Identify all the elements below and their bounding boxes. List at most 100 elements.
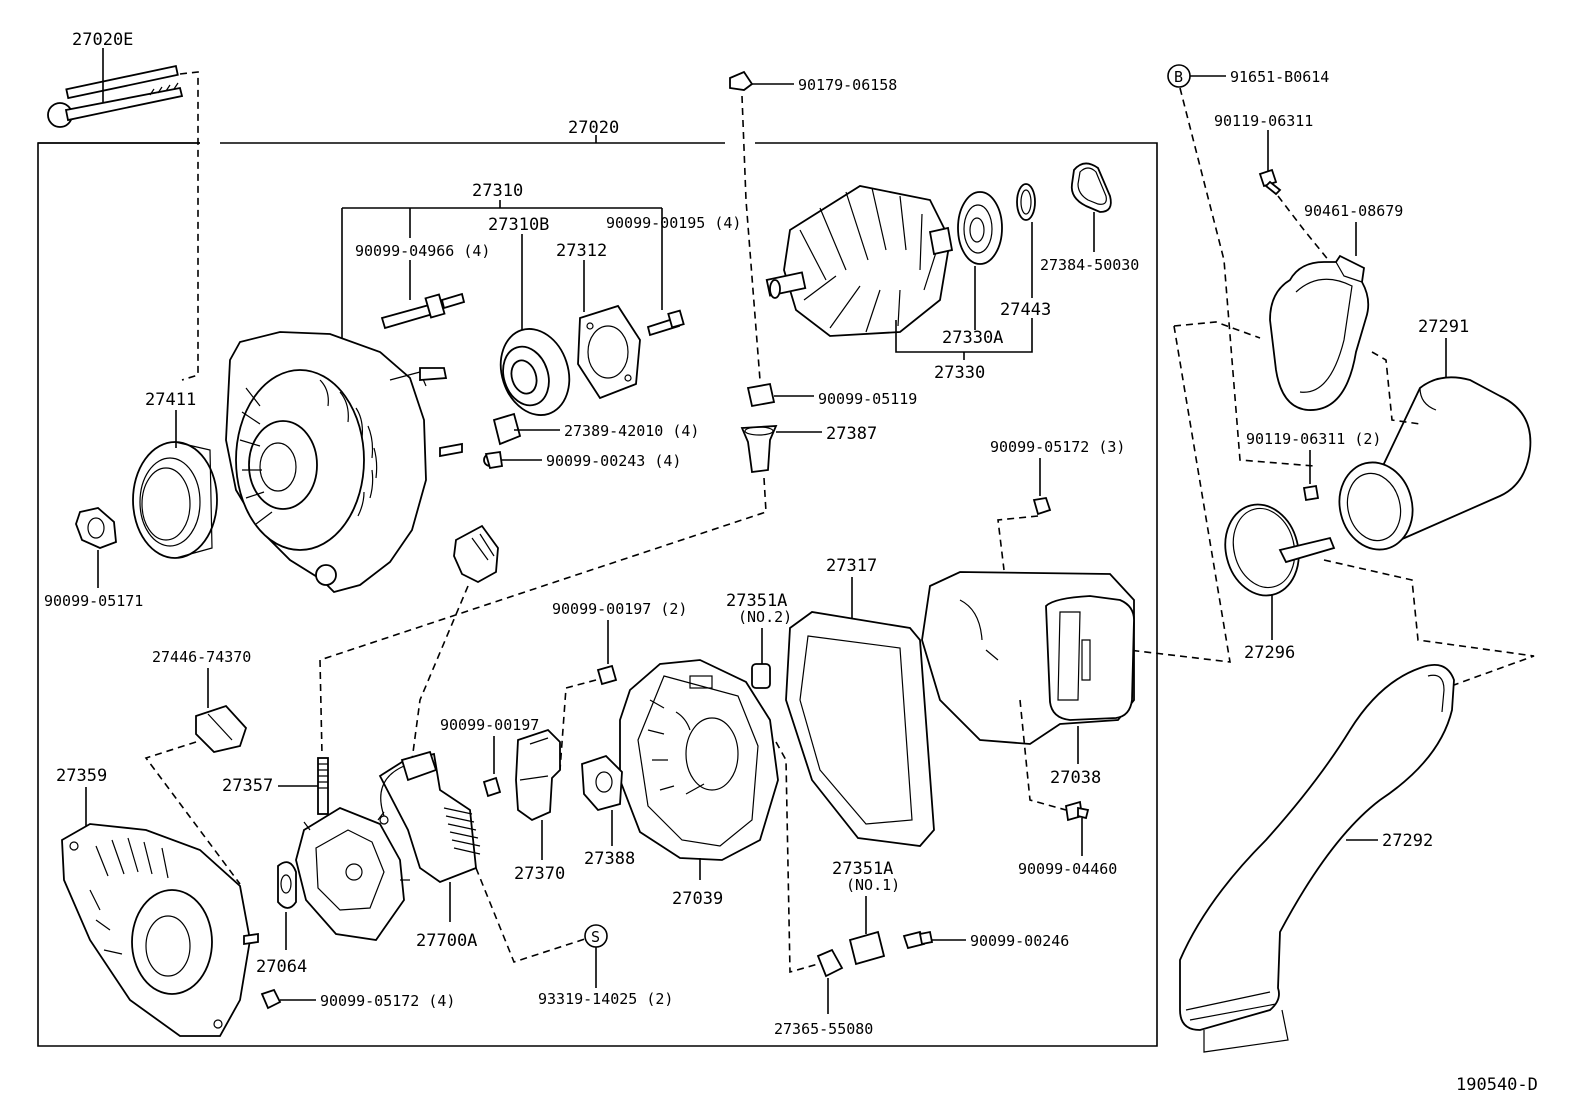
duct-27291: 27291 xyxy=(1338,317,1532,551)
screw-90099-00197: 90099-00197 xyxy=(440,716,539,798)
bearing-27310B xyxy=(499,328,571,416)
insulator-27389: 27389-42010 (4) xyxy=(492,412,699,446)
cover-27384-50030: 27384-50030 xyxy=(1040,162,1139,274)
label-27038: 27038 xyxy=(1050,768,1101,788)
rectifier-27357: 27357 xyxy=(222,757,410,941)
collar-27351A-no1: 27351A (NO.1) xyxy=(832,859,900,966)
guide-duct-lower xyxy=(1323,559,1535,691)
label-90099-05172-3: 90099-05172 (3) xyxy=(990,438,1125,456)
bolt-90099-04460: 90099-04460 xyxy=(1018,699,1117,878)
rear-cover-27038: 27038 xyxy=(921,571,1135,788)
label-27359: 27359 xyxy=(56,766,107,786)
label-93319-14025: 93319-14025 (2) xyxy=(538,990,673,1008)
label-90119-06311-2: 90119-06311 (2) xyxy=(1246,430,1381,448)
collar-90099-05119: 90099-05119 xyxy=(746,382,917,408)
nut-90099-00243: 90099-00243 (4) xyxy=(483,450,681,470)
callout-S: S 93319-14025 (2) xyxy=(538,924,673,1008)
label-90461-08679: 90461-08679 xyxy=(1304,202,1403,220)
label-27443: 27443 xyxy=(1000,300,1051,320)
label-90099-00195: 90099-00195 (4) xyxy=(606,214,741,232)
label-27064: 27064 xyxy=(256,957,307,977)
label-27296: 27296 xyxy=(1244,643,1295,663)
bolt-90119-06311-2: 90119-06311 (2) xyxy=(1246,430,1381,502)
callout-B: B 91651-B0614 xyxy=(1167,64,1329,467)
guide-duct-right xyxy=(1371,351,1421,425)
pulley-27411: 27411 xyxy=(132,390,218,559)
nut-90099-05172-3: 90099-05172 (3) xyxy=(990,438,1125,571)
label-90099-05172-4: 90099-05172 (4) xyxy=(320,992,455,1010)
rear-end-frame-27039: 27039 xyxy=(619,659,779,909)
label-27330A: 27330A xyxy=(942,328,1003,348)
label-group-27330: 27443 27330A 27330 xyxy=(895,222,1051,383)
label-no2: (NO.2) xyxy=(738,608,792,626)
label-27388: 27388 xyxy=(584,849,635,869)
gasket-27064: 27064 xyxy=(256,861,307,977)
label-no1: (NO.1) xyxy=(846,876,900,894)
bearing-27330 xyxy=(957,191,1003,265)
part-27365-55080: 27365-55080 xyxy=(774,741,873,1038)
terminal-27387: 27387 xyxy=(319,424,877,756)
label-27700A: 27700A xyxy=(416,931,477,951)
label-27039: 27039 xyxy=(672,889,723,909)
label-27351A-no1: 27351A xyxy=(832,859,893,879)
rotor-27330A xyxy=(765,185,954,337)
label-90099-00243: 90099-00243 (4) xyxy=(546,452,681,470)
nut-90099-05171: 90099-05171 xyxy=(44,507,143,610)
label-27387: 27387 xyxy=(826,424,877,444)
label-90099-05119: 90099-05119 xyxy=(818,390,917,408)
label-27291: 27291 xyxy=(1418,317,1469,337)
stud-bolt-90099-04966 xyxy=(380,292,466,330)
footer-code: 190540-D xyxy=(1456,1075,1538,1095)
label-90099-05171: 90099-05171 xyxy=(44,592,143,610)
marker-S: S xyxy=(591,928,600,946)
through-bolt-27020E: 27020E xyxy=(47,30,199,381)
label-27389-42010: 27389-42010 (4) xyxy=(564,422,699,440)
frame-27317: 27317 xyxy=(785,556,935,847)
ring-27443 xyxy=(1016,183,1036,221)
bolt-90119-06311: 90119-06311 xyxy=(1214,112,1331,263)
collar-27351A-no2: 27351A (NO.2) xyxy=(726,591,792,689)
label-90099-00197-2: 90099-00197 (2) xyxy=(552,600,687,618)
label-27312: 27312 xyxy=(556,241,607,261)
label-91651-B0614: 91651-B0614 xyxy=(1230,68,1329,86)
assembly-label: 27020 xyxy=(568,118,619,138)
label-90099-00246: 90099-00246 xyxy=(970,932,1069,950)
label-27365-55080: 27365-55080 xyxy=(774,1020,873,1038)
label-27317: 27317 xyxy=(826,556,877,576)
holder-27370: 27370 xyxy=(514,728,565,884)
label-27411: 27411 xyxy=(145,390,196,410)
label-27020E: 27020E xyxy=(72,30,133,50)
label-90099-00197: 90099-00197 xyxy=(440,716,539,734)
rear-frame-27359: 27359 xyxy=(56,766,259,1037)
assembly-frame: 27020 xyxy=(37,118,1158,1047)
regulator-27700A: 27700A xyxy=(378,750,589,963)
drive-end-frame xyxy=(225,331,463,594)
label-90179-06158: 90179-06158 xyxy=(798,76,897,94)
connector-27446: 27446-74370 xyxy=(144,648,251,885)
nut-90099-05172-4: 90099-05172 (4) xyxy=(260,988,455,1010)
guide-duct-upper xyxy=(1173,321,1261,339)
label-27310: 27310 xyxy=(472,181,523,201)
label-27351A-no2: 27351A xyxy=(726,591,787,611)
retainer-plate-27312 xyxy=(577,304,641,400)
marker-B: B xyxy=(1174,68,1183,86)
label-27446-74370: 27446-74370 xyxy=(152,648,251,666)
screw-90099-00197-2: 90099-00197 (2) xyxy=(552,600,687,771)
terminal-cap xyxy=(411,524,499,761)
label-90099-04966: 90099-04966 (4) xyxy=(355,242,490,260)
insulator-27388: 27388 xyxy=(581,754,635,869)
air-duct-27292: 27292 xyxy=(1179,664,1455,1053)
label-27384-50030: 27384-50030 xyxy=(1040,256,1139,274)
label-27310B: 27310B xyxy=(488,215,549,235)
guide-duct-left xyxy=(1111,325,1231,663)
label-27370: 27370 xyxy=(514,864,565,884)
screw-90099-00246: 90099-00246 xyxy=(902,930,1069,950)
label-27357: 27357 xyxy=(222,776,273,796)
label-90099-04460: 90099-04460 xyxy=(1018,860,1117,878)
label-27292: 27292 xyxy=(1382,831,1433,851)
label-group-27310: 27310 27310B 27312 90099-04966 (4) 90099… xyxy=(341,181,741,340)
duct-holder-90461-08679: 90461-08679 xyxy=(1269,202,1403,411)
label-27330: 27330 xyxy=(934,363,985,383)
